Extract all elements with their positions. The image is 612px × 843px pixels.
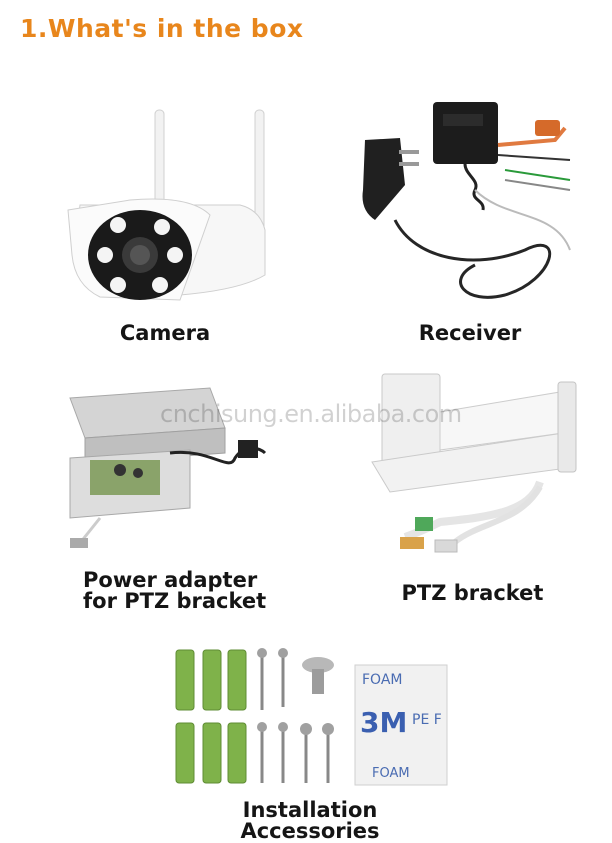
page-title: 1.What's in the box [20,14,304,43]
ptz-bracket-label: PTZ bracket [401,581,544,605]
tape-text-bottom: FOAM [372,766,410,781]
installation-accessories-label: Installation Accessories [240,798,380,843]
receiver-label: Receiver [418,321,522,345]
power-adapter-image [69,387,267,548]
power-adapter-label: Power adapter for PTZ bracket [83,570,283,612]
power-adapter-label-line1: Power adapter [83,568,258,592]
tape-brand-logo: 3M [360,706,408,739]
tape-text-mid: PE F [412,712,442,728]
camera-image [67,109,266,301]
camera-label: Camera [119,321,211,345]
receiver-image [362,102,571,299]
watermark: cnchisung.en.alibaba.com [160,400,462,428]
power-adapter-label-line2: for PTZ bracket [83,589,267,613]
ptz-bracket-image [371,373,577,553]
accessories-image [175,648,448,786]
tape-text-top: FOAM [362,672,403,688]
